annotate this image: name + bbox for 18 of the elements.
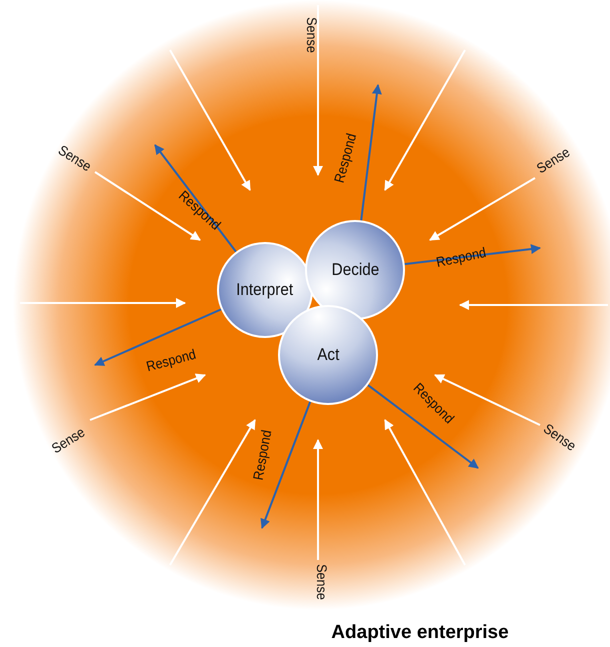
edge-label: Respond — [250, 428, 274, 482]
edge-label: Respond — [330, 132, 360, 184]
node-label: Decide — [331, 260, 379, 280]
node-label: Act — [316, 345, 340, 365]
arrow — [404, 244, 541, 266]
arrow — [94, 308, 222, 366]
edge-label: Respond — [144, 346, 198, 374]
sense-label: Sense — [304, 17, 320, 53]
arrow — [260, 401, 312, 529]
sense-label: Sense — [314, 564, 330, 600]
edge-label: Respond — [434, 244, 488, 270]
node-label: Interpret — [236, 280, 294, 300]
sense-label: Sense — [48, 424, 88, 456]
arrow — [367, 384, 479, 469]
arrow — [360, 84, 382, 220]
arrow — [154, 144, 237, 252]
sense-label: Sense — [534, 144, 572, 176]
caption: Adaptive enterprise — [331, 622, 509, 644]
